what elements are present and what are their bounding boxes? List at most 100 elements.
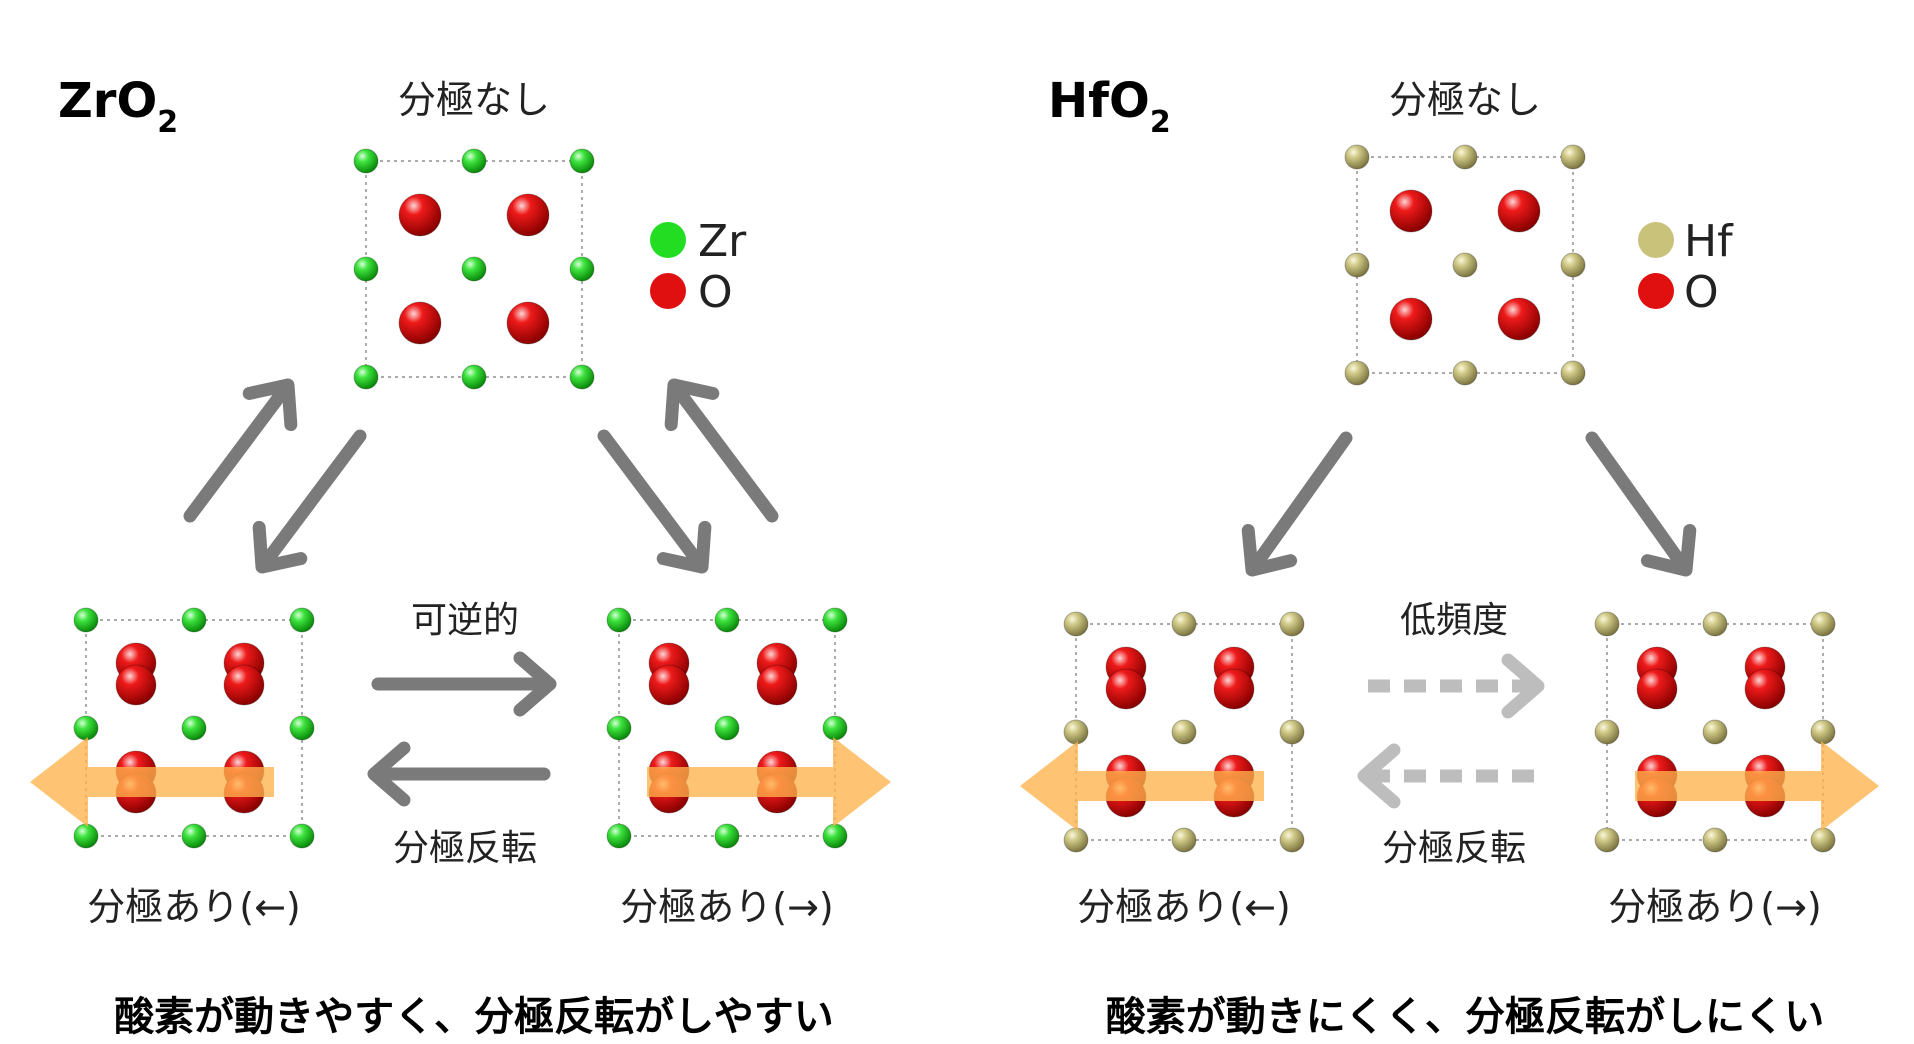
polarization-arrow	[1020, 741, 1264, 831]
metal-atom	[1702, 827, 1728, 853]
polarization-arrow	[647, 737, 891, 827]
panel-caption: 酸素が動きにくく、分極反転がしにくい	[1106, 994, 1824, 1040]
metal-atom	[1594, 611, 1620, 637]
oxygen-atom	[1389, 297, 1433, 341]
legend: Hf O	[1638, 216, 1734, 318]
arrow-shaft	[1250, 431, 1353, 570]
unit-cell-polarized-right	[606, 607, 891, 849]
metal-atom	[353, 364, 379, 390]
metal-atom	[1171, 719, 1197, 745]
arrow-head	[1241, 523, 1298, 577]
metal-atom	[1810, 719, 1836, 745]
metal-atom	[1279, 611, 1305, 637]
arrow-head	[664, 378, 720, 432]
arrow-head	[1501, 653, 1545, 719]
metal-atom	[1560, 252, 1586, 278]
arrow-shaft	[183, 384, 290, 523]
metal-atom	[181, 715, 207, 741]
metal-atom	[1171, 611, 1197, 637]
oxygen-atom	[398, 301, 442, 345]
arrow-head	[1640, 523, 1697, 577]
state-label-unpolarized: 分極なし	[398, 78, 550, 122]
arrow-head	[242, 378, 298, 432]
metal-atom	[606, 607, 632, 633]
metal-atom	[289, 607, 315, 633]
metal-atom	[461, 364, 487, 390]
arrow-head	[513, 651, 557, 717]
legend-swatch-oxygen	[650, 273, 686, 309]
panel-title: HfO2	[1048, 73, 1171, 140]
legend-swatch-zr	[650, 222, 686, 258]
transition-arrow-left-down	[252, 429, 367, 574]
metal-atom	[569, 148, 595, 174]
metal-atom	[73, 715, 99, 741]
transition-arrow-left-up	[183, 378, 298, 523]
metal-atom	[822, 823, 848, 849]
metal-atom	[1452, 252, 1478, 278]
arrow-head	[1357, 743, 1401, 809]
switch-arrow-forward	[1368, 653, 1545, 719]
metal-atom	[1594, 827, 1620, 853]
metal-atom	[714, 823, 740, 849]
metal-atom	[569, 364, 595, 390]
legend: Zr O	[650, 216, 747, 318]
metal-atom	[1594, 719, 1620, 745]
arrow-head	[656, 520, 712, 574]
metal-atom	[1560, 144, 1586, 170]
panel-caption: 酸素が動きやすく、分極反転がしやすい	[114, 994, 834, 1040]
switch-arrow-backward	[367, 741, 551, 807]
oxygen-atom	[115, 664, 157, 706]
oxygen-atom	[1213, 668, 1255, 710]
oxygen-atom	[1389, 189, 1433, 233]
metal-atom	[1560, 360, 1586, 386]
metal-atom	[353, 256, 379, 282]
metal-atom	[1063, 719, 1089, 745]
switch-label-forward: 低頻度	[1400, 600, 1508, 641]
oxygen-atom	[1105, 668, 1147, 710]
metal-atom	[73, 823, 99, 849]
oxygen-atom	[1497, 297, 1541, 341]
switch-label-backward: 分極反転	[393, 828, 537, 869]
legend-swatch-oxygen	[1638, 273, 1674, 309]
arrow-shaft	[597, 429, 704, 568]
oxygen-atom	[506, 193, 550, 237]
switch-arrow-forward	[371, 651, 557, 717]
legend-label-oxygen: O	[698, 267, 733, 318]
transition-arrow-right-down	[1585, 431, 1697, 577]
panel-title: ZrO2	[58, 73, 178, 140]
arrow-shaft	[260, 429, 367, 568]
legend-label-hf: Hf	[1684, 216, 1734, 267]
metal-atom	[73, 607, 99, 633]
oxygen-atom	[398, 193, 442, 237]
oxygen-atom	[1636, 668, 1678, 710]
metal-atom	[1279, 827, 1305, 853]
metal-atom	[461, 256, 487, 282]
unit-cell-polarized-left	[30, 607, 315, 849]
panel-hfo2: HfO2 分極なし Hf O 分極あり(←) 分極あり(→) 低頻度 分極反転 …	[1020, 73, 1879, 1040]
metal-atom	[822, 715, 848, 741]
metal-atom	[181, 823, 207, 849]
metal-atom	[181, 607, 207, 633]
metal-atom	[1702, 719, 1728, 745]
state-label-unpolarized: 分極なし	[1389, 78, 1541, 122]
metal-atom	[1344, 144, 1370, 170]
oxygen-atom	[223, 664, 265, 706]
metal-atom	[353, 148, 379, 174]
switch-arrow-backward	[1357, 743, 1534, 809]
transition-arrow-right-up	[664, 378, 779, 523]
polarization-arrow	[1635, 741, 1879, 831]
unit-cell-unpolarized	[353, 148, 595, 390]
panel-zro2: ZrO2 分極なし Zr O 分極あり(←) 分極あり(→) 可逆的 分極反転 …	[30, 73, 891, 1040]
metal-atom	[1452, 360, 1478, 386]
legend-swatch-hf	[1638, 222, 1674, 258]
oxygen-atom	[756, 664, 798, 706]
metal-atom	[1344, 360, 1370, 386]
metal-atom	[289, 823, 315, 849]
metal-atom	[1279, 719, 1305, 745]
metal-atom	[1702, 611, 1728, 637]
metal-atom	[1452, 144, 1478, 170]
polarization-arrow	[30, 737, 274, 827]
arrow-shaft	[672, 384, 779, 523]
metal-atom	[1810, 827, 1836, 853]
